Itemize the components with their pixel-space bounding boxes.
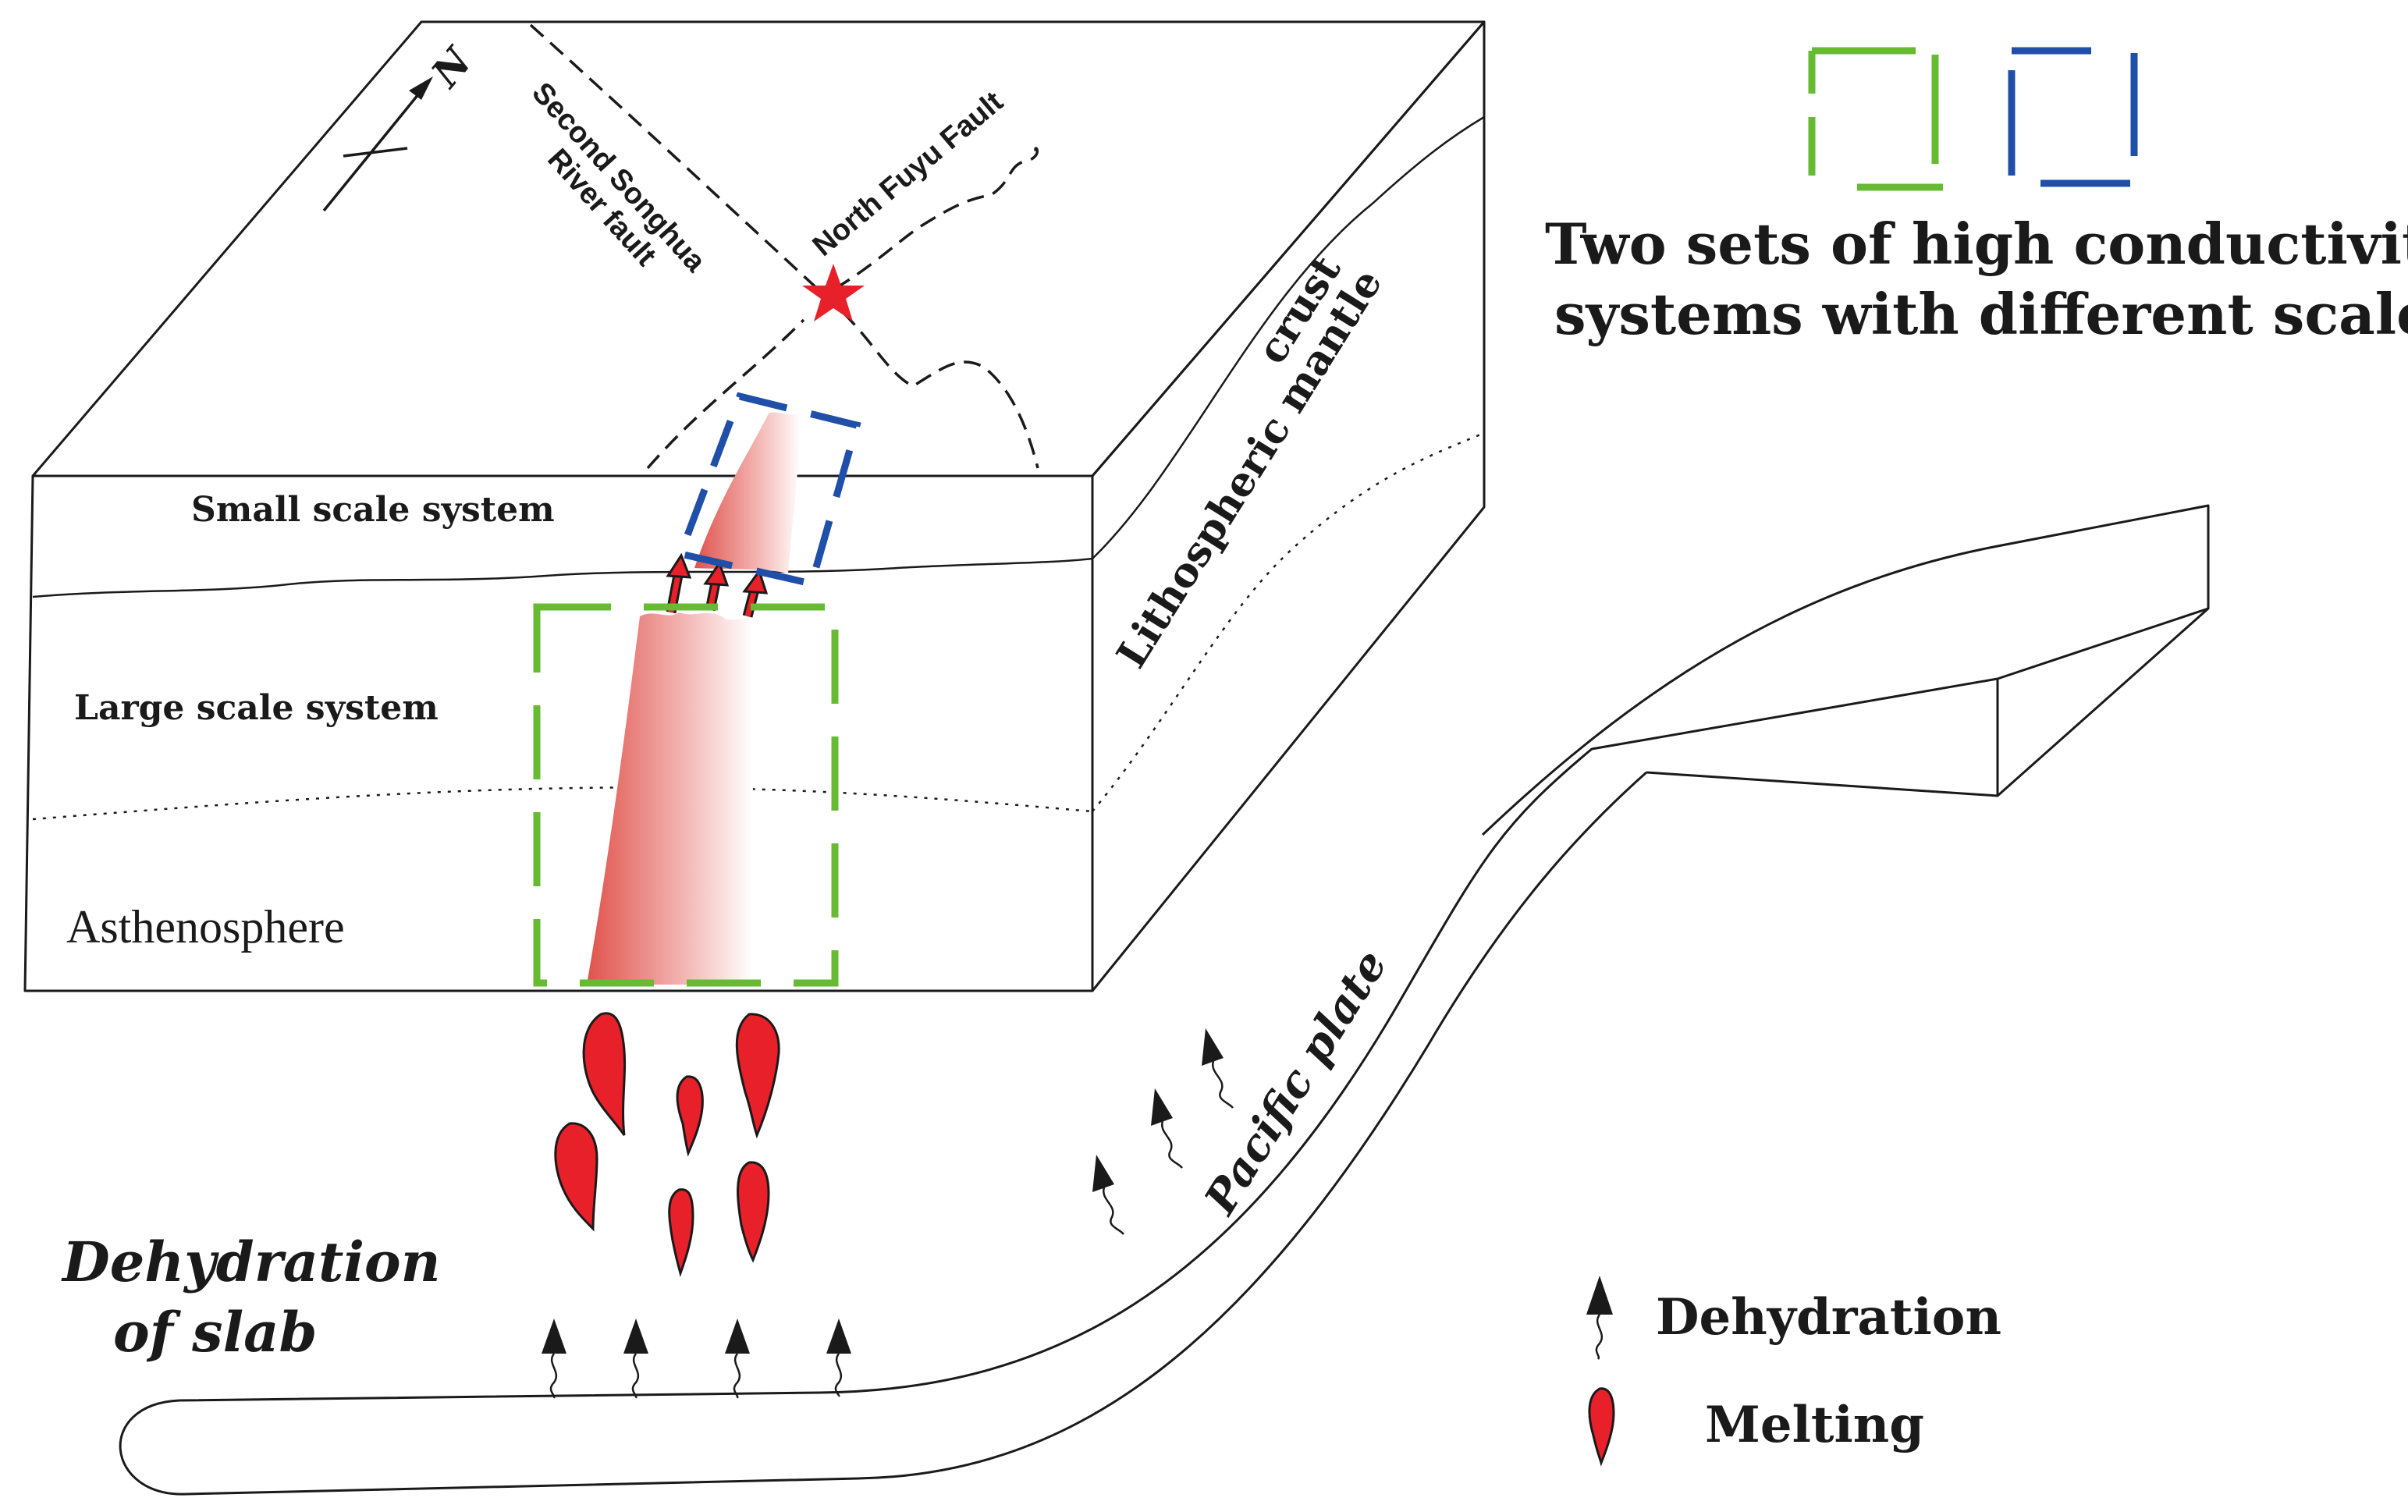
lower-plume xyxy=(587,612,753,985)
small-scale-system-label: Small scale system xyxy=(191,490,555,530)
legend-systems-line1: Two sets of high conductivity xyxy=(1545,211,2408,277)
wavy-arrow-icon xyxy=(725,1319,750,1399)
small-scale-system-box xyxy=(675,392,861,588)
legend-green-box xyxy=(1808,47,1943,191)
wavy-arrow-icon xyxy=(542,1319,566,1399)
asthenosphere-label: Asthenosphere xyxy=(66,901,345,953)
lithospheric-mantle-label: Lithospheric mantle xyxy=(1107,261,1391,676)
moho-side xyxy=(1092,115,1485,559)
wavy-arrow-icon xyxy=(1151,1088,1184,1169)
legend-systems: Two sets of high conductivity systems wi… xyxy=(1545,47,2408,347)
north-arrow-icon: N xyxy=(322,37,481,212)
wavy-arrow-icon xyxy=(826,1319,851,1397)
wavy-arrow-icon xyxy=(1202,1028,1234,1109)
wavy-arrow-icon xyxy=(623,1319,648,1399)
melt-drop-icon xyxy=(1588,1387,1615,1467)
block-side-face xyxy=(1091,20,1486,992)
slab-dehydration-arrows xyxy=(542,1028,1234,1399)
legend-dehydration-label: Dehydration xyxy=(1656,1288,2001,1347)
north-label: N xyxy=(421,37,481,97)
lab-front xyxy=(32,786,1093,821)
moho-front xyxy=(32,557,1093,598)
dehydration-of-slab-line2: of slab xyxy=(113,1300,317,1365)
legend-melting-label: Melting xyxy=(1705,1396,1924,1454)
legend-blue-box xyxy=(2008,47,2138,187)
legend-processes: Dehydration Melting xyxy=(1586,1276,2001,1467)
large-scale-system-label: Large scale system xyxy=(74,688,439,728)
lab-side xyxy=(1092,431,1485,812)
melt-drops xyxy=(554,1012,780,1277)
dehydration-of-slab-line1: Dehydration xyxy=(61,1230,441,1294)
wavy-arrow-icon xyxy=(1092,1155,1125,1235)
red-star-icon xyxy=(802,264,865,321)
upper-plume xyxy=(694,412,801,573)
wavy-arrow-icon xyxy=(1586,1276,1613,1360)
pacific-plate-label: Pacific plate xyxy=(1194,941,1398,1224)
north-fuyu-fault xyxy=(834,147,1039,290)
large-scale-system-box xyxy=(533,603,839,987)
second-songhua-river-fault xyxy=(529,23,1039,469)
pacific-plate-slab xyxy=(119,504,2210,1496)
legend-systems-line2: systems with different scales xyxy=(1554,281,2408,347)
fault-branch-dashed xyxy=(646,318,805,470)
